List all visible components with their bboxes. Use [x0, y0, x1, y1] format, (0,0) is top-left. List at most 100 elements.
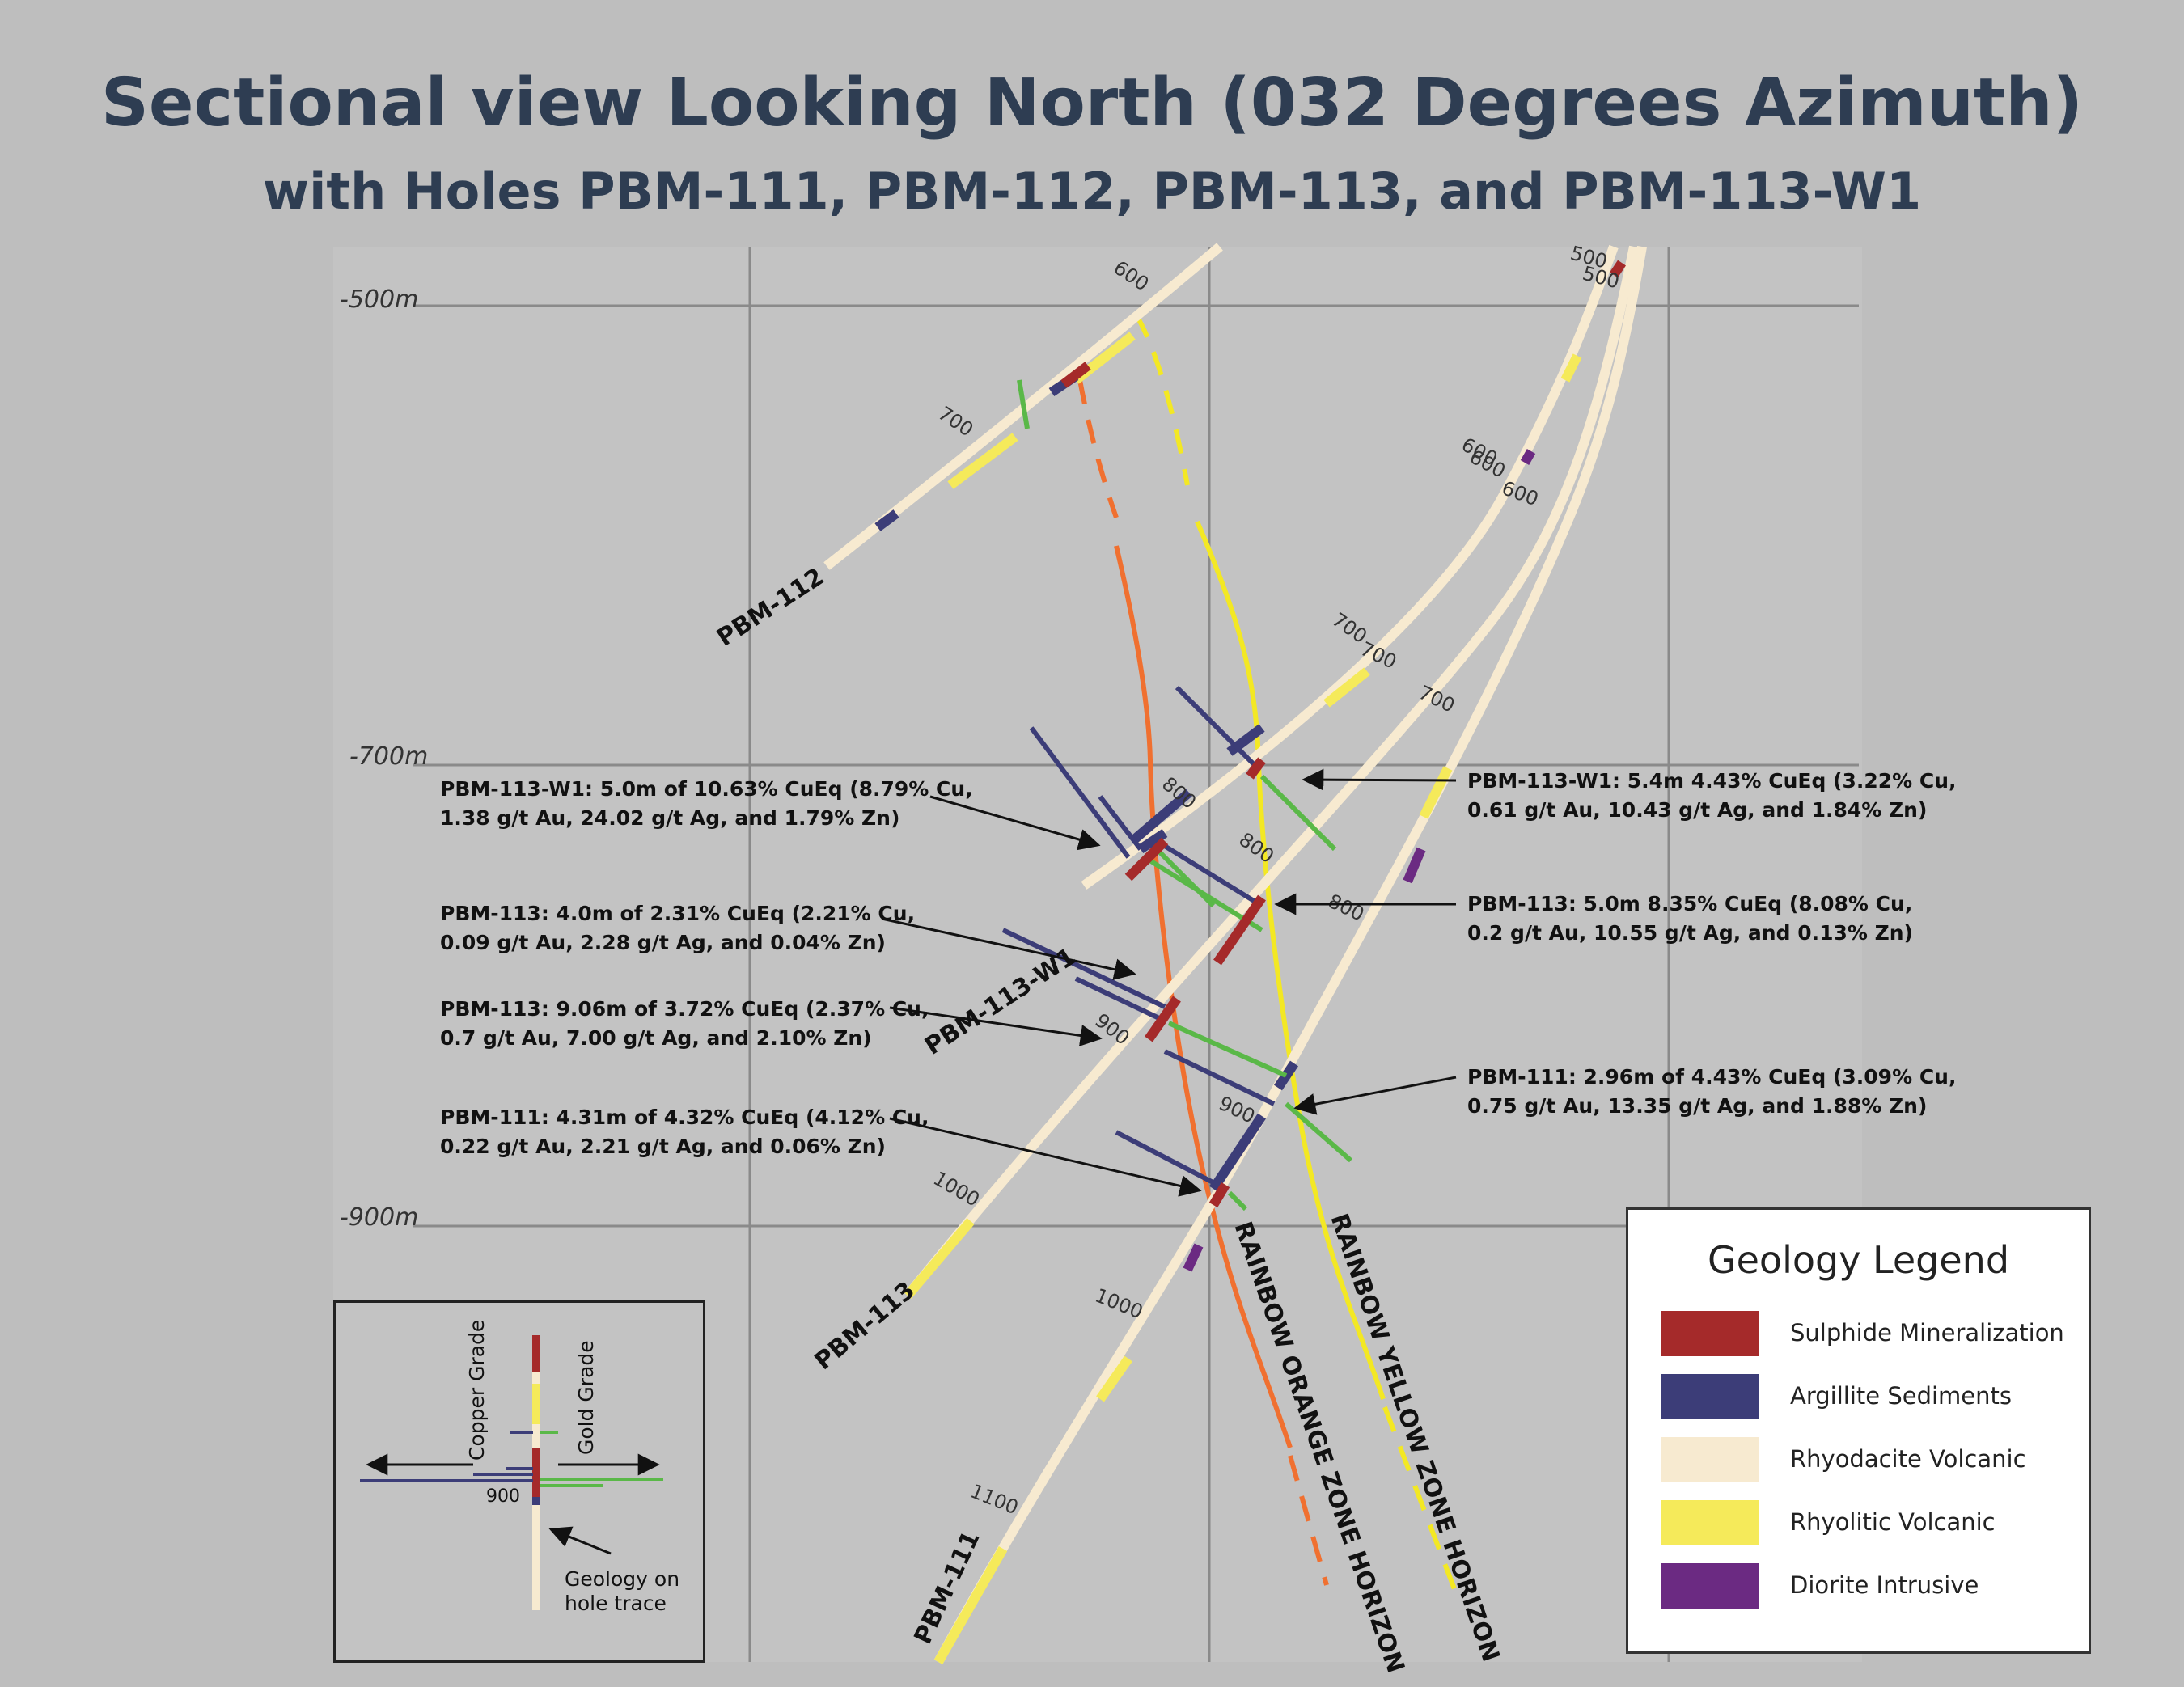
legend-label: Sulphide Mineralization — [1790, 1319, 2064, 1347]
cu-spike-5 — [1001, 928, 1166, 1009]
callout-line: PBM-113: 4.0m of 2.31% CuEq (2.21% Cu, — [440, 902, 916, 925]
sulphide-112 — [1060, 362, 1091, 388]
rhyolite-111-b — [1096, 1355, 1132, 1402]
arrow-c3 — [889, 1006, 1103, 1046]
diorite-111-a — [1183, 1243, 1204, 1272]
rhyolite-113-a — [904, 1218, 975, 1299]
callout-line: PBM-113-W1: 5.0m of 10.63% CuEq (8.79% C… — [440, 777, 973, 801]
argillite-w1-a — [1137, 829, 1168, 853]
callout-line: PBM-113: 5.0m 8.35% CuEq (8.08% Cu, — [1467, 892, 1913, 915]
geology-legend: Geology Legend Sulphide Mineralization A… — [1626, 1207, 2091, 1654]
inset-note-line1: Geology on — [565, 1567, 679, 1591]
main-title: Sectional view Looking North (032 Degree… — [100, 65, 2084, 142]
callout-line: 1.38 g/t Au, 24.02 g/t Ag, and 1.79% Zn) — [440, 806, 900, 830]
callout-line: 0.75 g/t Au, 13.35 g/t Ag, and 1.88% Zn) — [1467, 1094, 1928, 1118]
inset-copper-label: Copper Grade — [465, 1320, 489, 1461]
callout-line: PBM-111: 2.96m of 4.43% CuEq (3.09% Cu, — [1467, 1065, 1957, 1089]
sulphide-113-a — [1124, 837, 1169, 882]
sulphide-111-a — [1208, 1182, 1230, 1208]
au-spike-6 — [1227, 1190, 1248, 1211]
callout-line: 0.2 g/t Au, 10.55 g/t Ag, and 0.13% Zn) — [1467, 921, 1913, 945]
copper-grade-spikes — [1001, 685, 1276, 1191]
section-panel — [333, 247, 1862, 1662]
callout-line: 0.61 g/t Au, 10.43 g/t Ag, and 1.84% Zn) — [1467, 798, 1928, 822]
cu-spike-8 — [1115, 1130, 1227, 1191]
arrow-c1 — [929, 795, 1101, 851]
legend-label: Argillite Sediments — [1790, 1382, 2012, 1410]
callout-pbm-111-left: PBM-111: 4.31m of 4.32% CuEq (4.12% Cu, … — [440, 1103, 929, 1161]
inset-note-arrow — [548, 1526, 612, 1555]
callout-pbm-113-b: PBM-113: 9.06m of 3.72% CuEq (2.37% Cu, … — [440, 995, 929, 1053]
legend-label: Rhyolitic Volcanic — [1790, 1508, 1996, 1536]
elevation-label-500: -500m — [340, 285, 418, 314]
callout-pbm-113-w1-right: PBM-113-W1: 5.4m 4.43% CuEq (3.22% Cu, 0… — [1467, 767, 1957, 825]
hole-pbm-113-w1 — [1081, 244, 1619, 890]
legend-swatch — [1661, 1563, 1759, 1609]
argillite-112-a — [874, 509, 899, 531]
rhyolite-113-b — [1323, 667, 1370, 708]
argillite-111-a — [1209, 1113, 1266, 1192]
cu-spike-2 — [1098, 795, 1143, 851]
sulphide-113-b — [1213, 894, 1266, 966]
yellow-zone-horizon — [1134, 314, 1458, 1595]
elevation-label-900: -900m — [340, 1203, 418, 1232]
inset-note-line2: hole trace — [565, 1592, 667, 1615]
arrow-c2 — [881, 917, 1136, 981]
sulphide-top — [1610, 260, 1626, 278]
callout-pbm-113-w1-left: PBM-113-W1: 5.0m of 10.63% CuEq (8.79% C… — [440, 775, 973, 833]
hole-pbm-113 — [904, 245, 1639, 1299]
au-spike-7 — [1017, 379, 1030, 429]
sulphide-intervals — [1060, 260, 1626, 1208]
callout-line: PBM-113-W1: 5.4m 4.43% CuEq (3.22% Cu, — [1467, 769, 1957, 793]
legend-label: Rhyodacite Volcanic — [1790, 1445, 2026, 1473]
legend-swatch — [1661, 1374, 1759, 1419]
yellow-horizon-solid — [1195, 520, 1386, 1400]
inset-diagram: Copper Grade Gold Grade 900 Geology on h… — [360, 1320, 679, 1615]
au-spike-3 — [1259, 774, 1337, 852]
callout-line: 0.09 g/t Au, 2.28 g/t Ag, and 0.04% Zn) — [440, 931, 886, 954]
hole-pbm-111 — [933, 245, 1647, 1664]
argillite-intervals — [874, 372, 1298, 1192]
inset-gold-spikes — [540, 1431, 663, 1487]
legend-swatch — [1661, 1311, 1759, 1356]
elevation-label-700: -700m — [349, 742, 428, 771]
grade-inset: Copper Grade Gold Grade 900 Geology on h… — [333, 1300, 705, 1663]
callout-pbm-113-right: PBM-113: 5.0m 8.35% CuEq (8.08% Cu, 0.2 … — [1467, 890, 1913, 948]
gold-grade-spikes — [1017, 379, 1352, 1211]
callout-line: PBM-113: 9.06m of 3.72% CuEq (2.37% Cu, — [440, 997, 929, 1021]
diorite-111-b — [1403, 847, 1426, 884]
drill-holes — [823, 243, 1647, 1664]
callout-line: 0.7 g/t Au, 7.00 g/t Ag, and 2.10% Zn) — [440, 1026, 872, 1050]
au-spike-4 — [1167, 1021, 1288, 1078]
yellow-horizon-dashed-bottom — [1382, 1406, 1458, 1595]
inset-gold-label: Gold Grade — [574, 1340, 598, 1455]
au-spike-2 — [1154, 847, 1216, 908]
cu-spike-7 — [1163, 1049, 1276, 1106]
rhyolite-111-a — [933, 1546, 1008, 1664]
legend-swatch — [1661, 1500, 1759, 1545]
subtitle: with Holes PBM-111, PBM-112, PBM-113, an… — [262, 162, 1922, 221]
orange-horizon-dashed-top — [1077, 379, 1119, 518]
diorite-intervals — [1183, 449, 1536, 1272]
legend-title: Geology Legend — [1707, 1238, 2010, 1282]
rhyolite-w1-a — [1560, 353, 1582, 383]
arrow-c7 — [1293, 1076, 1457, 1115]
callout-line: 0.22 g/t Au, 2.21 g/t Ag, and 0.06% Zn) — [440, 1135, 886, 1158]
cu-spike-6 — [1074, 976, 1162, 1021]
arrow-c4 — [889, 1117, 1202, 1197]
sulphide-113-c — [1145, 996, 1181, 1042]
rhyolitic-intervals — [904, 332, 1582, 1664]
cu-spike-4 — [1155, 839, 1263, 908]
cu-spike-3 — [1175, 685, 1260, 771]
inset-depth-label: 900 — [486, 1486, 520, 1507]
cu-spike-1 — [1029, 726, 1131, 859]
yellow-horizon-dashed-top — [1134, 314, 1190, 486]
callout-pbm-111-right: PBM-111: 2.96m of 4.43% CuEq (3.09% Cu, … — [1467, 1063, 1956, 1121]
rhyolite-112-a — [947, 433, 1018, 489]
legend-swatch — [1661, 1437, 1759, 1482]
callout-line: PBM-111: 4.31m of 4.32% CuEq (4.12% Cu, — [440, 1106, 929, 1129]
orange-horizon-dashed-bottom — [1288, 1455, 1329, 1586]
argillite-113-a — [1129, 789, 1192, 845]
callout-arrows — [881, 768, 1457, 1197]
